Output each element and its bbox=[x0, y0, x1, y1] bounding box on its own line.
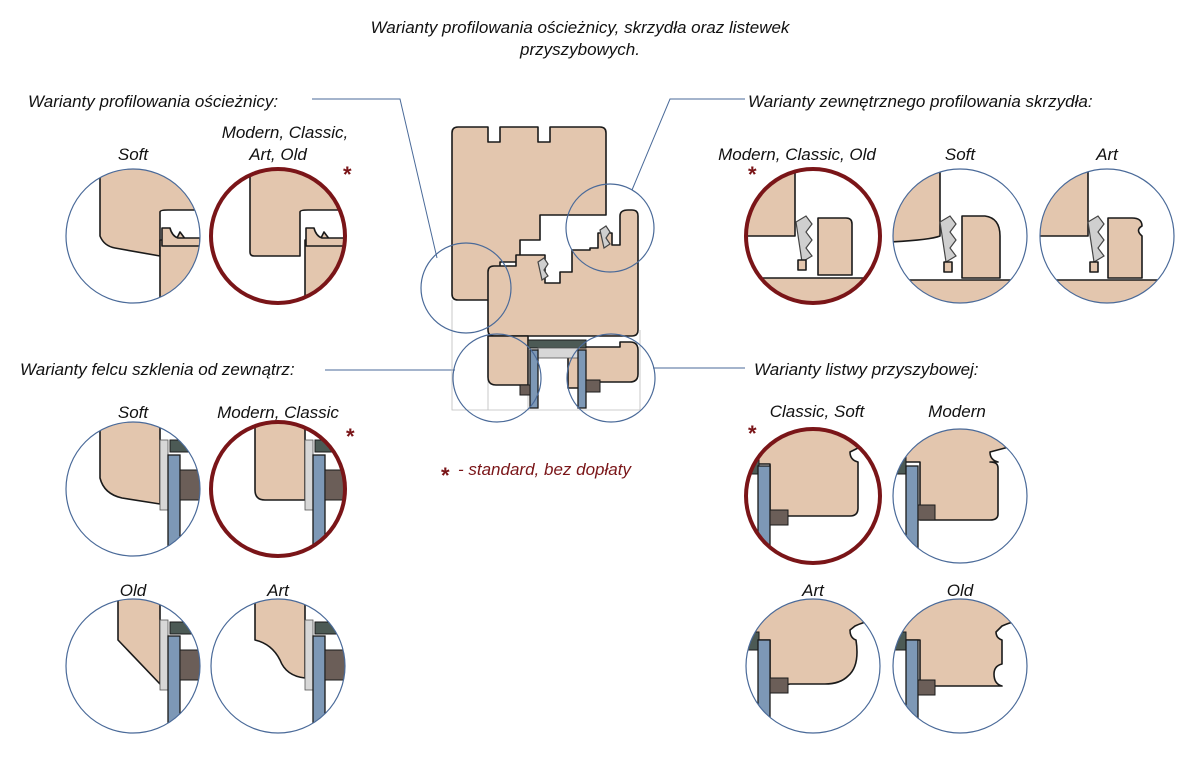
standard-note-star: * bbox=[441, 463, 450, 488]
rebate-variant-3-label: Old bbox=[120, 581, 147, 600]
standard-note-text: - standard, bez dopłaty bbox=[458, 460, 632, 479]
sash-profile bbox=[487, 209, 639, 337]
diagram-title-line-1: Warianty profilowania ościeżnicy, skrzyd… bbox=[371, 18, 791, 37]
frame-variant-2-standard-star: * bbox=[343, 162, 352, 187]
diagram-title-line-2: przyszybowych. bbox=[519, 40, 640, 59]
bead-variant-4-detail bbox=[892, 598, 1028, 734]
sash-variant-1-detail bbox=[744, 167, 882, 305]
rebate-variant-2-detail bbox=[209, 420, 347, 558]
frame-variants-heading: Warianty profilowania ościeżnicy: bbox=[28, 92, 278, 111]
frame-variant-2-label-line-2: Art, Old bbox=[248, 145, 307, 164]
sash-variant-1-label: Modern, Classic, Old bbox=[718, 145, 876, 164]
rebate-variant-2-standard-star: * bbox=[346, 424, 355, 449]
rebate-variants-heading: Warianty felcu szklenia od zewnątrz: bbox=[20, 360, 295, 379]
sash-variant-1-standard-star: * bbox=[748, 162, 757, 187]
rebate-variant-4-label: Art bbox=[266, 581, 290, 600]
frame-variant-2-detail bbox=[209, 167, 347, 305]
bead-variant-1-label: Classic, Soft bbox=[770, 402, 866, 421]
bead-variants-heading: Warianty listwy przyszybowej: bbox=[754, 360, 979, 379]
rebate-variant-2-label: Modern, Classic bbox=[217, 403, 339, 422]
bead-variant-3-detail bbox=[745, 598, 881, 734]
leader-lines bbox=[312, 98, 745, 371]
frame-variant-2-label-line-1: Modern, Classic, bbox=[222, 123, 349, 142]
sash-variants-heading: Warianty zewnętrznego profilowania skrzy… bbox=[748, 92, 1093, 111]
frame-variant-1-detail bbox=[65, 168, 201, 304]
bead-variant-3-label: Art bbox=[801, 581, 825, 600]
rebate-variant-1-label: Soft bbox=[118, 403, 150, 422]
frame-leader-line bbox=[312, 98, 438, 259]
bead-variant-2-detail bbox=[892, 428, 1028, 564]
sash-variant-3-detail bbox=[1039, 168, 1175, 304]
sash-variant-2-label: Soft bbox=[945, 145, 977, 164]
bead-variant-4-label: Old bbox=[947, 581, 974, 600]
sash-variant-2-detail bbox=[892, 168, 1028, 304]
bead-variant-1-standard-star: * bbox=[748, 421, 757, 446]
frame-detail-marker bbox=[420, 242, 512, 334]
rebate-variant-4-detail bbox=[210, 598, 346, 734]
bead-variant-2-label: Modern bbox=[928, 402, 986, 421]
rebate-variant-3-detail bbox=[65, 598, 201, 734]
frame-variant-1-label: Soft bbox=[118, 145, 150, 164]
rebate-variant-1-detail bbox=[65, 421, 201, 557]
bead-variant-1-detail bbox=[744, 427, 882, 565]
sash-variant-3-label: Art bbox=[1095, 145, 1119, 164]
bead-detail-marker bbox=[566, 333, 656, 423]
rebate-detail-marker bbox=[452, 333, 542, 423]
sash-leader-line bbox=[631, 98, 745, 191]
window-cross-section bbox=[420, 126, 656, 423]
sash-detail-marker bbox=[565, 183, 655, 273]
